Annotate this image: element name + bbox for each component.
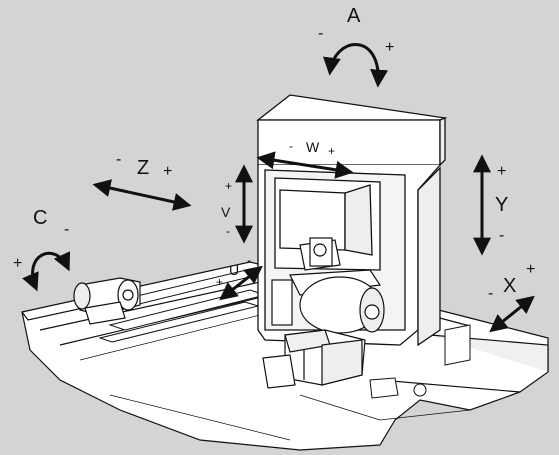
axis-u-plus: + — [216, 275, 224, 289]
arrow-a-axis — [323, 43, 389, 88]
axis-x-label: X — [503, 275, 517, 297]
axis-a-label: A — [347, 5, 361, 27]
axis-z-plus: + — [163, 163, 173, 180]
workhead-chuck — [73, 277, 141, 325]
axis-y-minus: - — [499, 227, 505, 244]
axis-a-plus: + — [385, 39, 395, 56]
axis-u-minus: - — [247, 253, 251, 267]
spindle-head — [271, 237, 385, 334]
axis-y-plus: + — [497, 163, 507, 180]
axis-x-minus: - — [488, 285, 494, 302]
axis-w-plus: + — [328, 144, 336, 158]
axis-z-label: Z — [137, 157, 150, 179]
arrow-w-axis — [256, 151, 354, 179]
arrow-u-axis — [219, 265, 263, 301]
right-fittings — [369, 324, 471, 399]
axis-z-minus: - — [116, 151, 122, 168]
axis-w-minus: - — [289, 139, 293, 153]
arrow-z-axis — [92, 179, 192, 211]
axis-c-label: C — [33, 207, 48, 229]
axis-c-plus: + — [13, 255, 23, 272]
arrow-x-axis — [489, 295, 535, 333]
axis-y-label: Y — [495, 194, 509, 216]
axis-c-minus: - — [64, 221, 70, 238]
axis-u-label: U — [229, 262, 240, 278]
drive-motors — [262, 329, 366, 389]
axis-v-minus: - — [226, 224, 230, 238]
axis-v-plus: + — [225, 179, 233, 193]
axis-arrows — [22, 43, 535, 333]
axis-x-plus: + — [526, 261, 536, 278]
axis-a-minus: - — [318, 25, 324, 42]
axis-v-label: V — [221, 204, 231, 220]
axis-w-label: W — [306, 139, 320, 155]
arrow-c-axis — [22, 251, 71, 292]
